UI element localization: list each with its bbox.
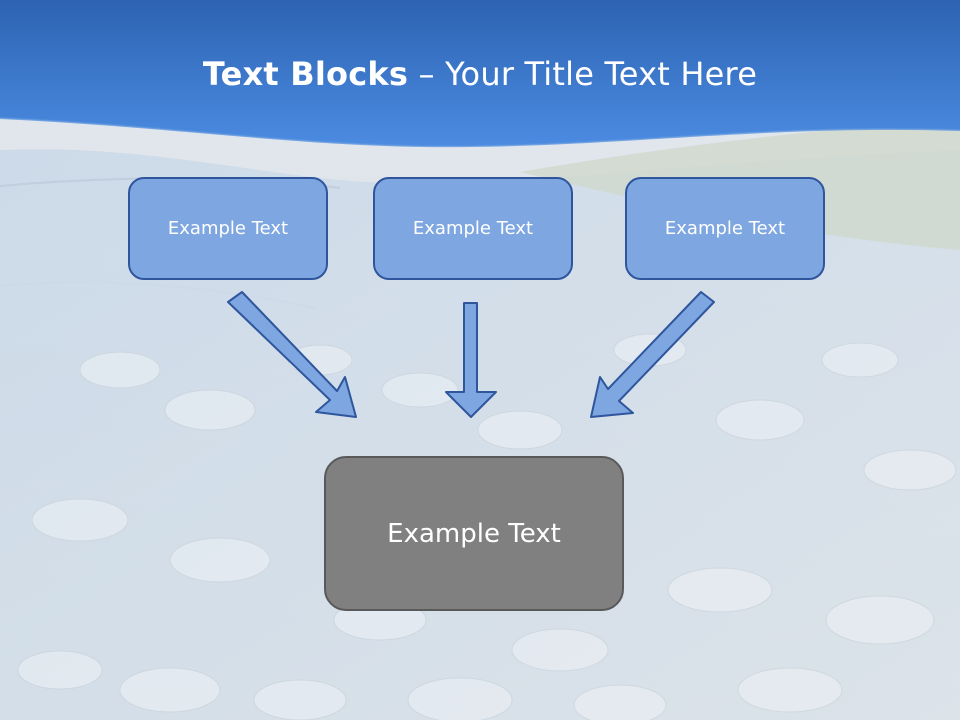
target-text-block: Example Text	[324, 456, 624, 611]
example-text-block-3: Example Text	[625, 177, 825, 280]
example-text-block-2: Example Text	[373, 177, 573, 280]
example-text-block-1: Example Text	[128, 177, 328, 280]
title-bold-text: Text Blocks	[202, 55, 409, 93]
title-separator: –	[418, 55, 435, 93]
slide-title: Text Blocks – Your Title Text Here	[0, 50, 960, 98]
title-text: Your Title Text Here	[445, 55, 758, 93]
